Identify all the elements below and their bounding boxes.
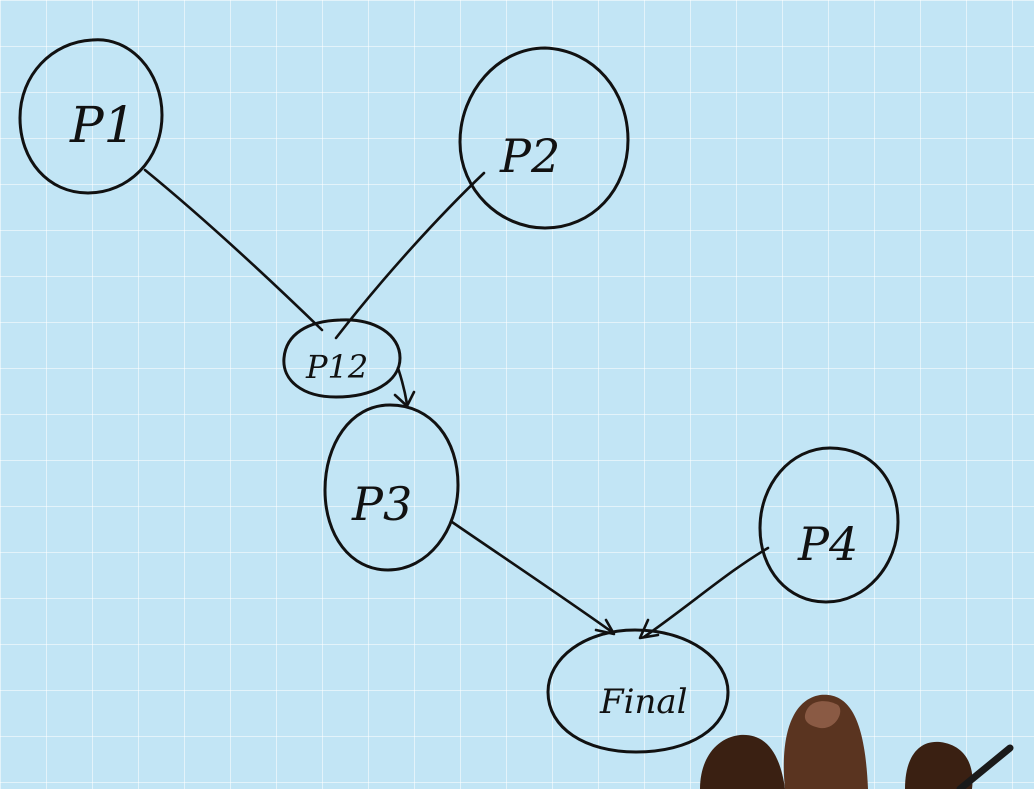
node-p1-circle <box>18 38 164 195</box>
arrowhead-final-left <box>594 618 616 636</box>
arrowhead-final-right <box>638 618 660 640</box>
edge-p3-to-final <box>450 520 614 634</box>
edge-p12-to-p3 <box>396 366 409 406</box>
node-p3-circle <box>323 403 460 572</box>
edge-p2-to-p12 <box>334 171 486 340</box>
node-p2-label: P2 <box>499 129 560 183</box>
node-p2: P2 <box>458 46 630 230</box>
node-p4-label: P4 <box>797 517 858 571</box>
node-final-label: Final <box>599 682 688 722</box>
node-p4-circle <box>758 446 900 604</box>
node-p1: P1 <box>18 38 164 195</box>
node-p3-label: P3 <box>351 477 412 531</box>
edge-p1-to-p12 <box>143 168 324 332</box>
node-final-circle <box>546 628 730 754</box>
node-p12-label: P12 <box>305 348 368 386</box>
node-p12: P12 <box>282 318 402 399</box>
node-p3: P3 <box>323 403 460 572</box>
node-final: Final <box>546 628 730 754</box>
node-p2-circle <box>458 46 630 230</box>
presenter-hand <box>700 694 1014 789</box>
edge-p4-to-final <box>642 546 770 639</box>
node-p4: P4 <box>758 446 900 604</box>
node-p12-circle <box>282 318 402 399</box>
node-p1-label: P1 <box>69 96 135 154</box>
